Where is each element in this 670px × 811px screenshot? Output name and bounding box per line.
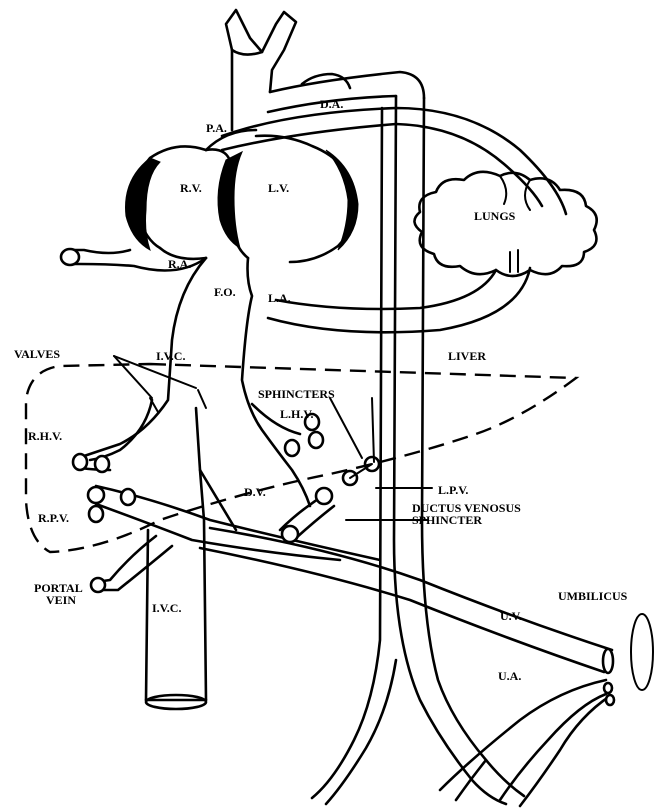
heart [126, 136, 359, 262]
label-lungs: LUNGS [474, 209, 516, 223]
aorta-arch [226, 10, 424, 130]
ivc [84, 258, 310, 709]
label-rpv: R.P.V. [38, 511, 69, 525]
label-rhv: R.H.V. [28, 429, 62, 443]
umbilical-arteries [440, 680, 614, 806]
descending-aorta [312, 96, 524, 804]
label-liver: LIVER [448, 349, 486, 363]
labels: D.A. P.A. R.V. L.V. LUNGS R.A. F.O. L.A.… [14, 97, 628, 683]
label-fo: F.O. [214, 285, 236, 299]
pulmonary-veins [268, 268, 530, 332]
label-ivc-bottom: I.V.C. [152, 601, 181, 615]
label-lv: L.V. [268, 181, 289, 195]
label-sphincter: SPHINCTER [412, 513, 482, 527]
label-pointers [114, 356, 432, 520]
label-pa: P.A. [206, 121, 227, 135]
valves [150, 390, 206, 412]
label-ra: R.A. [168, 257, 191, 271]
label-rv: R.V. [180, 181, 202, 195]
label-ivc-top: I.V.C. [156, 349, 185, 363]
label-vein: VEIN [46, 593, 76, 607]
label-lhv: L.H.V. [280, 407, 313, 421]
label-la: L.A. [268, 291, 291, 305]
label-valves: VALVES [14, 347, 60, 361]
lungs [414, 172, 596, 276]
label-lpv: L.P.V. [438, 483, 468, 497]
label-dv: D.V. [244, 485, 266, 499]
label-sphincters: SPHINCTERS [258, 387, 335, 401]
pulmonary-artery [206, 108, 566, 214]
label-umbilicus: UMBILICUS [558, 589, 628, 603]
label-da: D.A. [320, 97, 343, 111]
label-ua: U.A. [498, 669, 521, 683]
label-uv: U.V. [500, 609, 522, 623]
